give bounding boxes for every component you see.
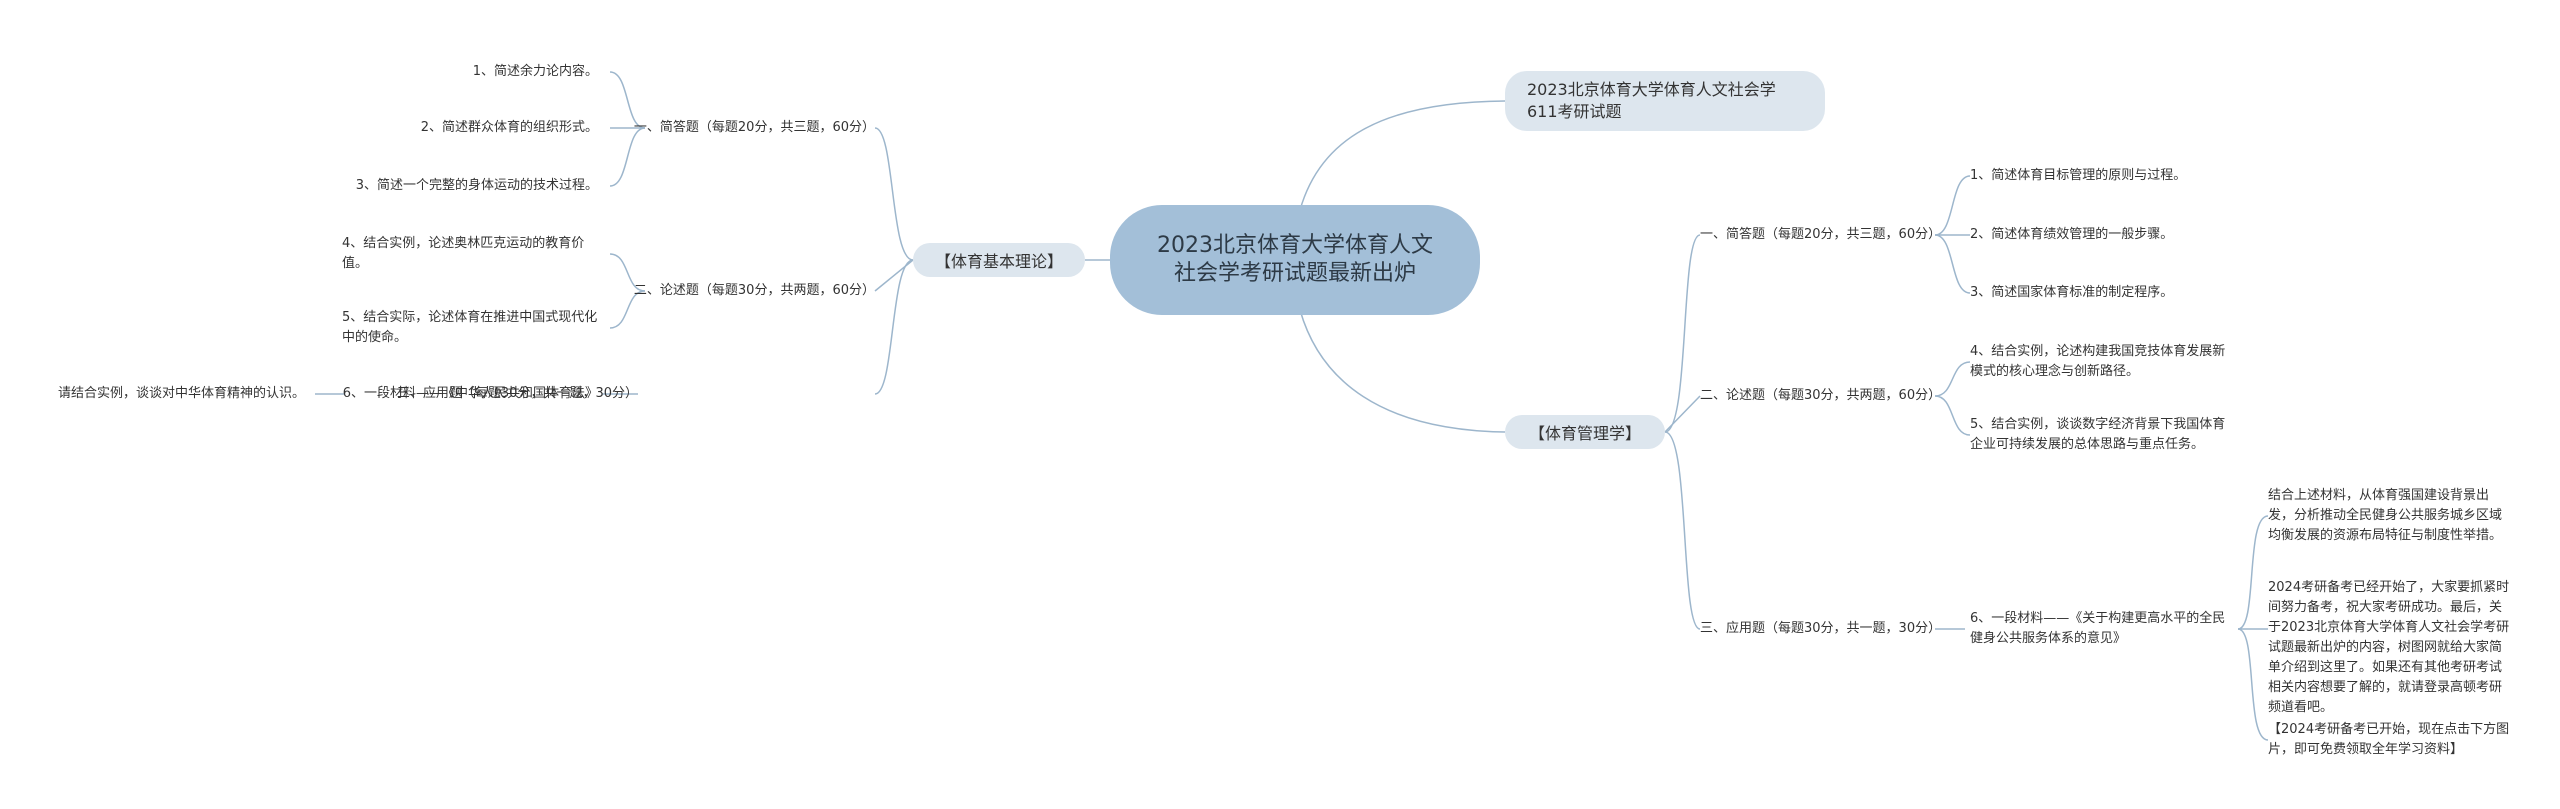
- closing-note[interactable]: 2024考研备考已经开始了，大家要抓紧时间努力备考，祝大家考研成功。最后，关于2…: [2268, 580, 2510, 715]
- left-question-6-material[interactable]: 6、一段材料——《中华人民共和国体育法》: [342, 386, 598, 401]
- left-question-4[interactable]: 4、结合实例，论述奥林匹克运动的教育价值。: [342, 236, 585, 271]
- left-section-short-answer[interactable]: 一、简答题（每题20分，共三题，60分）: [633, 120, 875, 135]
- right-section-essay[interactable]: 二、论述题（每题30分，共两题，60分）: [1700, 388, 1942, 403]
- left-question-5[interactable]: 5、结合实际，论述体育在推进中国式现代化中的使命。: [342, 310, 598, 345]
- central-topic-title: 2023北京体育大学体育人文社会学考研试题最新出炉: [1157, 233, 1433, 286]
- left-question-2[interactable]: 2、简述群众体育的组织形式。: [420, 120, 598, 135]
- right-section-application[interactable]: 三、应用题（每题30分，共一题，30分）: [1700, 621, 1942, 636]
- topic-exam-title-label: 2023北京体育大学体育人文社会学611考研试题: [1527, 80, 1776, 121]
- left-question-3[interactable]: 3、简述一个完整的身体运动的技术过程。: [355, 178, 598, 193]
- right-question-1[interactable]: 1、简述体育目标管理的原则与过程。: [1970, 168, 2187, 183]
- right-question-4[interactable]: 4、结合实例，论述构建我国竞技体育发展新模式的核心理念与创新路径。: [1970, 344, 2226, 379]
- left-question-6-detail[interactable]: 请结合实例，谈谈对中华体育精神的认识。: [57, 386, 305, 401]
- right-section-short-answer[interactable]: 一、简答题（每题20分，共三题，60分）: [1700, 227, 1942, 242]
- branch-sports-management-label: 【体育管理学】: [1528, 424, 1641, 443]
- central-topic[interactable]: 2023北京体育大学体育人文社会学考研试题最新出炉: [1110, 205, 1480, 315]
- right-question-3[interactable]: 3、简述国家体育标准的制定程序。: [1970, 285, 2174, 300]
- study-materials-link[interactable]: 【2024考研备考已开始，现在点击下方图片，即可免费领取全年学习资料】: [2268, 722, 2510, 757]
- topic-exam-title[interactable]: 2023北京体育大学体育人文社会学611考研试题: [1505, 71, 1825, 131]
- right-question-6-material[interactable]: 6、一段材料——《关于构建更高水平的全民健身公共服务体系的意见》: [1970, 611, 2226, 646]
- left-section-application[interactable]: 三、应用题（每题30分，共一题，30分）: [396, 386, 638, 401]
- right-question-2[interactable]: 2、简述体育绩效管理的一般步骤。: [1970, 227, 2174, 242]
- left-question-1[interactable]: 1、简述余力论内容。: [472, 64, 598, 79]
- right-question-5[interactable]: 5、结合实例，谈谈数字经济背景下我国体育企业可持续发展的总体思路与重点任务。: [1970, 417, 2226, 452]
- branch-sports-theory[interactable]: 【体育基本理论】: [913, 243, 1085, 277]
- left-section-essay[interactable]: 二、论述题（每题30分，共两题，60分）: [633, 283, 875, 298]
- branch-sports-theory-label: 【体育基本理论】: [934, 252, 1063, 271]
- right-question-6-task[interactable]: 结合上述材料，从体育强国建设背景出发，分析推动全民健身公共服务城乡区域均衡发展的…: [2268, 488, 2503, 543]
- branch-sports-management[interactable]: 【体育管理学】: [1505, 415, 1665, 449]
